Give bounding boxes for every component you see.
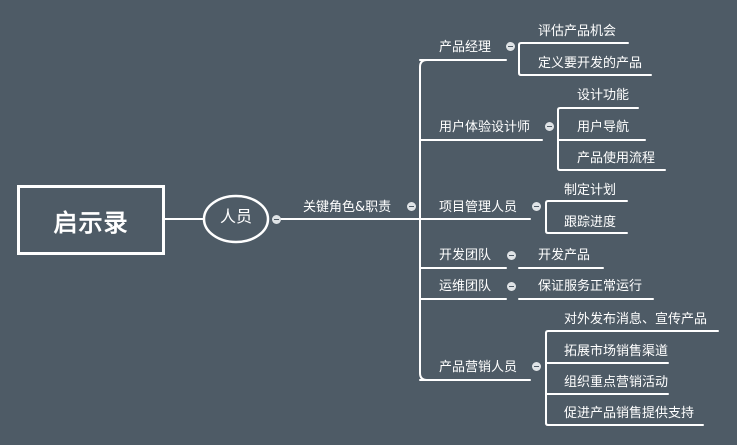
- task-item[interactable]: 促进产品销售提供支持: [564, 406, 695, 421]
- minus-circle-icon[interactable]: [532, 202, 541, 211]
- minus-circle-icon[interactable]: [532, 362, 541, 371]
- minus-circle-icon[interactable]: [272, 215, 281, 224]
- relation-label[interactable]: 关键角色&职责: [303, 200, 392, 215]
- minus-circle-icon[interactable]: [407, 202, 416, 211]
- minus-circle-icon[interactable]: [507, 251, 516, 260]
- task-item[interactable]: 产品使用流程: [577, 151, 656, 166]
- task-item[interactable]: 定义要开发的产品: [538, 56, 643, 71]
- role-project-manager[interactable]: 项目管理人员: [439, 200, 518, 215]
- task-item[interactable]: 组织重点营销活动: [564, 375, 669, 390]
- task-item[interactable]: 保证服务正常运行: [538, 279, 643, 294]
- role-ops-team[interactable]: 运维团队: [439, 279, 492, 294]
- task-item[interactable]: 制定计划: [564, 183, 617, 198]
- role-dev-team[interactable]: 开发团队: [439, 248, 492, 263]
- root-topic[interactable]: 启示录: [17, 185, 165, 255]
- task-item[interactable]: 开发产品: [538, 248, 591, 263]
- task-item[interactable]: 对外发布消息、宣传产品: [564, 312, 708, 327]
- subtopic-label[interactable]: 人员: [219, 207, 252, 226]
- role-ux-designer[interactable]: 用户体验设计师: [439, 120, 531, 135]
- role-marketing[interactable]: 产品营销人员: [439, 360, 518, 375]
- task-item[interactable]: 用户导航: [577, 120, 630, 135]
- task-item[interactable]: 跟踪进度: [564, 215, 617, 230]
- minus-circle-icon[interactable]: [506, 42, 515, 51]
- task-item[interactable]: 评估产品机会: [538, 24, 617, 39]
- root-topic-label: 启示录: [53, 208, 129, 237]
- task-item[interactable]: 拓展市场销售渠道: [564, 344, 669, 359]
- role-product-manager[interactable]: 产品经理: [439, 40, 492, 55]
- minus-circle-icon[interactable]: [507, 282, 516, 291]
- subtopic-ellipse[interactable]: [202, 194, 270, 244]
- minus-circle-icon[interactable]: [545, 122, 554, 131]
- task-item[interactable]: 设计功能: [577, 88, 630, 103]
